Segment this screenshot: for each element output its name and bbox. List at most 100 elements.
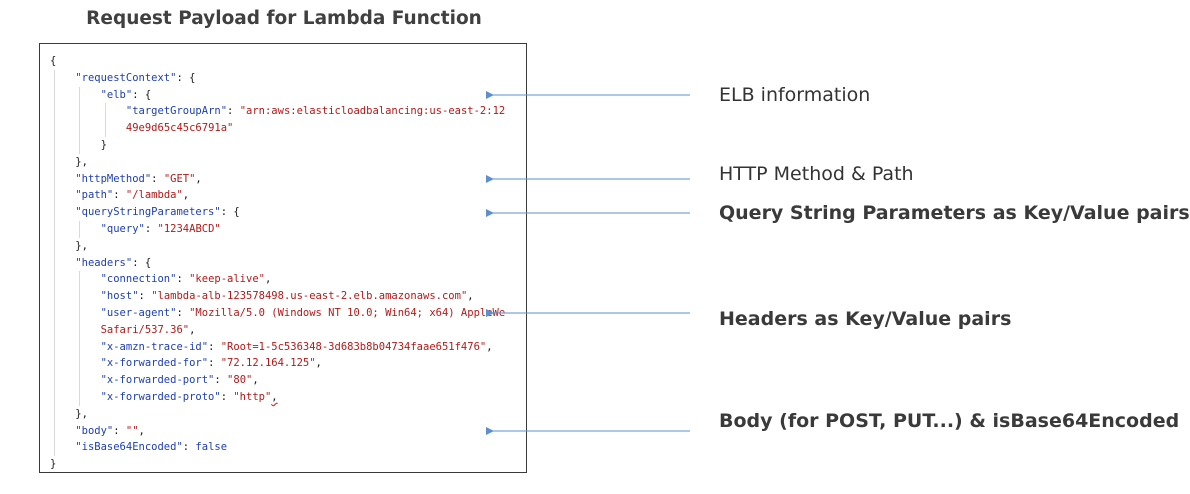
json-string: "http" <box>233 390 272 403</box>
code-line: }, <box>50 238 505 255</box>
json-punct: : { <box>176 71 196 84</box>
code-line: "elb": { <box>50 87 505 104</box>
json-punct: : <box>220 390 234 403</box>
json-key: "isBase64Encoded" <box>75 441 183 454</box>
code-line: } <box>50 137 505 154</box>
json-key: "headers" <box>75 256 133 269</box>
json-punct: , <box>189 323 196 336</box>
json-string: "Mozilla/5.0 (Windows NT 10.0; Win64; x6… <box>189 306 506 319</box>
json-code: {"requestContext": {"elb": {"targetGroup… <box>50 53 505 473</box>
json-punct: : <box>182 441 196 454</box>
json-punct: }, <box>75 155 88 168</box>
annotation-label: Query String Parameters as Key/Value pai… <box>719 202 1190 224</box>
json-key: "queryStringParameters" <box>75 206 221 219</box>
json-punct: : { <box>220 206 240 219</box>
json-punct: , <box>138 424 145 437</box>
json-string: "lambda-alb-123578498.us-east-2.elb.amaz… <box>151 290 468 303</box>
json-punct: : <box>113 189 126 202</box>
json-string: "80" <box>227 374 253 387</box>
code-line: "x-forwarded-port": "80", <box>50 372 505 389</box>
json-punct: { <box>50 55 57 67</box>
json-punct: }, <box>75 407 88 420</box>
json-punct: : <box>151 172 164 185</box>
indent-guide <box>54 69 55 457</box>
json-punct: : <box>227 105 240 118</box>
json-punct: } <box>50 458 57 471</box>
indent-guide <box>79 271 81 406</box>
code-line: "httpMethod": "GET", <box>50 171 505 188</box>
json-string: "72.12.164.125" <box>220 357 316 370</box>
json-string: "arn:aws:elasticloadbalancing:us-east-2:… <box>239 105 506 118</box>
json-punct: : { <box>132 256 152 269</box>
json-key: "path" <box>75 189 114 202</box>
json-punct: : <box>176 273 190 286</box>
json-key: "x-amzn-trace-id" <box>100 340 209 353</box>
json-key: "targetGroupArn" <box>125 105 228 118</box>
annotation-label: HTTP Method & Path <box>719 163 914 185</box>
indent-guide <box>79 86 81 154</box>
json-string: "Root=1-5c536348-3d683b8b04734faae651f47… <box>220 340 487 353</box>
json-punct: , <box>486 340 493 353</box>
code-line: }, <box>50 154 505 171</box>
code-line: "user-agent": "Mozilla/5.0 (Windows NT 1… <box>50 305 506 322</box>
json-payload-panel: {"requestContext": {"elb": {"targetGroup… <box>39 43 527 473</box>
code-line: "connection": "keep-alive", <box>50 271 505 288</box>
code-line: "targetGroupArn": "arn:aws:elasticloadba… <box>50 103 505 120</box>
json-literal: false <box>195 441 228 454</box>
code-line: "query": "1234ABCD" <box>50 221 505 238</box>
code-line: Safari/537.36", <box>50 322 505 339</box>
code-line: "body": "", <box>50 423 505 440</box>
diagram-title: Request Payload for Lambda Function <box>86 8 482 29</box>
json-punct: , <box>252 374 259 387</box>
json-string: 49e9d65c45c6791a" <box>125 122 234 135</box>
json-string: "1234ABCD" <box>157 222 221 235</box>
code-line: "path": "/lambda", <box>50 187 505 204</box>
code-line: { <box>50 53 505 70</box>
json-key: "x-forwarded-for" <box>100 357 209 370</box>
code-line: "headers": { <box>50 255 505 272</box>
annotation-label: ELB information <box>719 84 871 106</box>
json-punct: , <box>182 189 190 202</box>
code-line: "x-forwarded-proto": "http", <box>50 389 505 406</box>
json-key: "user-agent" <box>100 306 177 319</box>
json-punct: } <box>100 138 107 151</box>
code-line: 49e9d65c45c6791a" <box>50 120 505 137</box>
code-line: "x-amzn-trace-id": "Root=1-5c536348-3d68… <box>50 339 505 356</box>
json-key: "connection" <box>100 273 177 286</box>
code-line: "isBase64Encoded": false <box>50 439 505 456</box>
json-punct: , <box>315 357 322 370</box>
json-punct: : <box>214 374 228 387</box>
json-punct: , <box>467 290 474 303</box>
json-key: "requestContext" <box>75 71 177 84</box>
json-punct: , <box>264 273 272 286</box>
code-line: "x-forwarded-for": "72.12.164.125", <box>50 355 505 372</box>
json-punct: }, <box>75 239 88 252</box>
code-line: "queryStringParameters": { <box>50 204 505 221</box>
code-line: }, <box>50 406 505 423</box>
json-punct: : <box>144 222 158 235</box>
indent-guide <box>104 103 106 137</box>
indent-guide <box>79 221 81 238</box>
json-key: "query" <box>100 222 145 235</box>
json-punct: : <box>138 290 152 303</box>
json-string: "keep-alive" <box>189 273 265 286</box>
json-string: Safari/537.36" <box>100 323 190 336</box>
annotation-label: Headers as Key/Value pairs <box>719 308 1012 330</box>
annotation-label: Body (for POST, PUT...) & isBase64Encode… <box>719 410 1180 432</box>
json-key: "httpMethod" <box>75 172 152 185</box>
json-key: "body" <box>75 424 114 437</box>
json-punct: : { <box>132 88 152 101</box>
json-key: "x-forwarded-port" <box>100 374 215 387</box>
json-string: "GET" <box>163 172 196 185</box>
json-key: "x-forwarded-proto" <box>100 390 221 403</box>
json-punct: : <box>208 340 221 353</box>
json-punct: : <box>113 424 126 437</box>
json-punct: , <box>195 172 202 185</box>
json-string: "/lambda" <box>125 189 183 202</box>
json-string: "" <box>125 424 139 437</box>
json-key: "host" <box>100 290 139 303</box>
json-punct: : <box>208 357 221 370</box>
code-line: } <box>50 456 505 473</box>
json-punct: , <box>271 390 278 403</box>
